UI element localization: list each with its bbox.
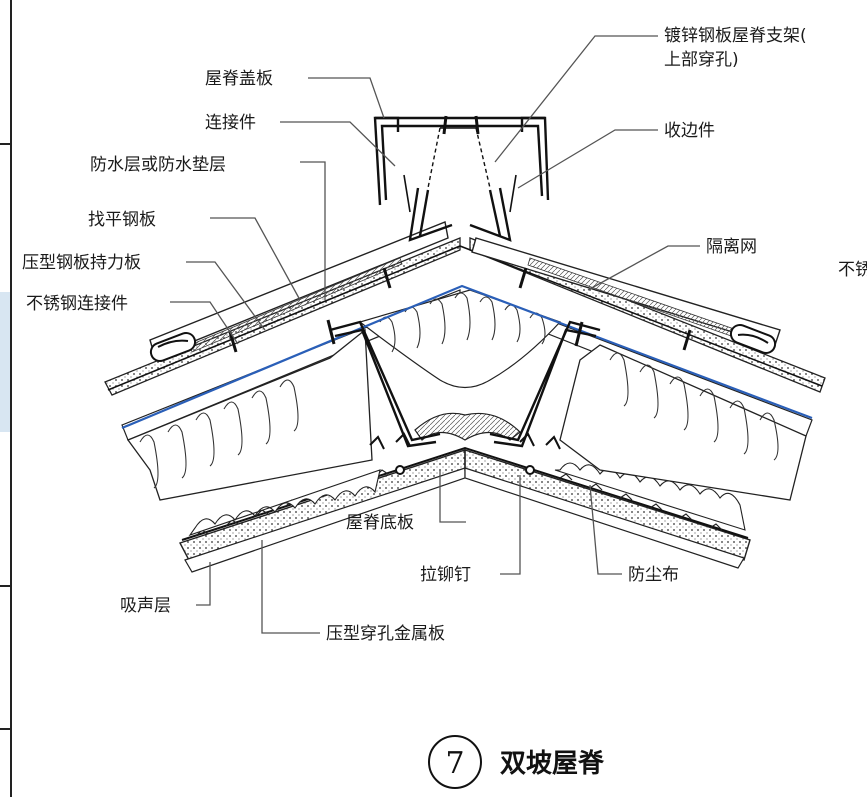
sound-absorbing-layer: [188, 412, 746, 537]
label-bracket-line1: 镀锌钢板屋脊支架(: [664, 26, 807, 46]
label-sound-absorb: 吸声层: [120, 596, 171, 616]
label-waterproof: 防水层或防水垫层: [90, 155, 226, 175]
label-connector: 连接件: [205, 113, 256, 133]
title-text: 双坡屋脊: [500, 749, 605, 779]
label-dust-cloth: 防尘布: [628, 565, 679, 585]
labels: 屋脊盖板 连接件 防水层或防水垫层 找平钢板 压型钢板持力板 不锈钢连接件 镀锌…: [22, 26, 867, 644]
leader-lines: [170, 35, 700, 634]
label-ridge-cover: 屋脊盖板: [205, 69, 273, 89]
ridge-cover-assembly: [373, 115, 550, 242]
label-leveling-steel: 找平钢板: [88, 210, 156, 230]
ridge-brackets: [329, 320, 601, 450]
frame-tick: [0, 585, 10, 587]
title-number-circle: [428, 735, 482, 789]
label-ridge-bottom: 屋脊底板: [346, 513, 414, 533]
frame-tick: [0, 728, 10, 730]
label-rivet: 拉铆钉: [420, 565, 471, 585]
label-ss-connector: 不锈钢连接件: [26, 294, 128, 314]
title-number: 7: [445, 746, 464, 781]
label-pressed-steel: 压型钢板持力板: [22, 253, 141, 273]
diagram-title: 7 双坡屋脊: [428, 735, 605, 789]
label-edge-trim: 收边件: [664, 121, 715, 141]
label-isolation-mesh: 隔离网: [706, 237, 757, 257]
fasteners: [228, 267, 692, 475]
edge-clips: [149, 323, 777, 363]
left-frame: [0, 0, 12, 797]
label-cut-off: 不锈: [838, 260, 867, 280]
label-bracket-line2: 上部穿孔): [664, 50, 739, 70]
frame-highlight: [0, 292, 10, 432]
frame-tick: [0, 143, 10, 145]
label-perforated: 压型穿孔金属板: [326, 624, 445, 644]
insulation-layer: [121, 284, 813, 501]
